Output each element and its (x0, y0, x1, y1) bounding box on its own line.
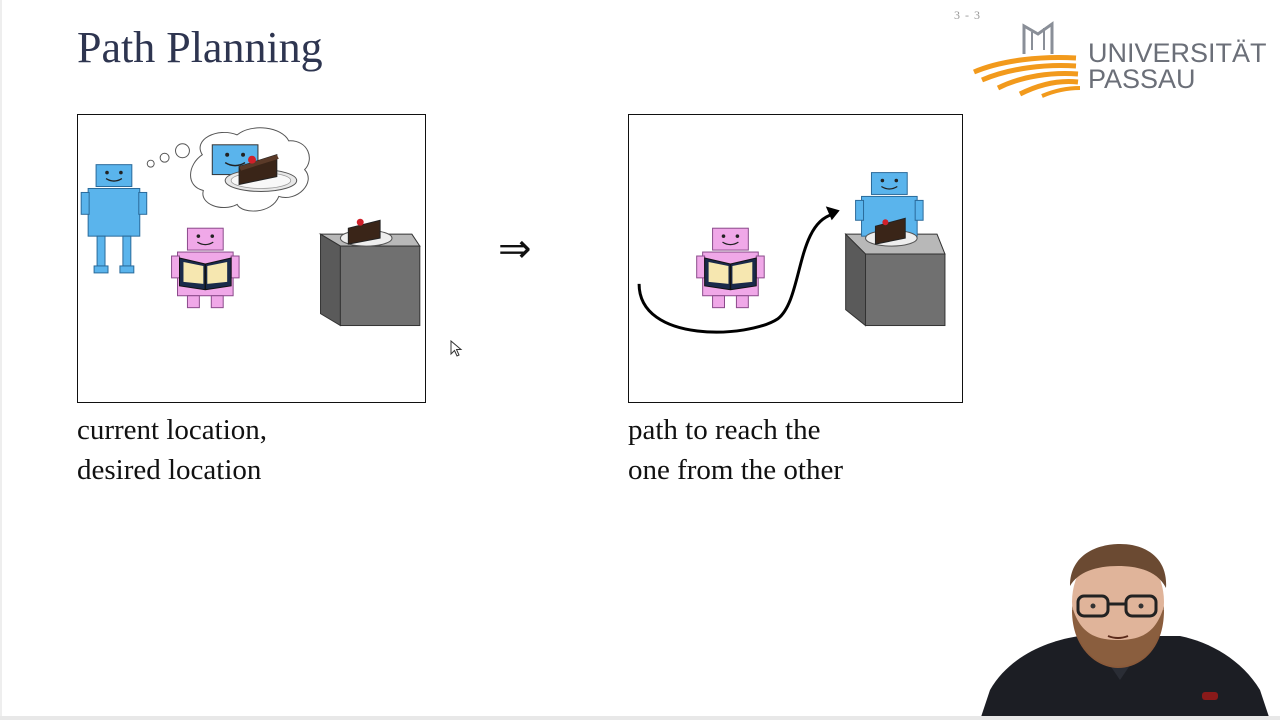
left-illustration-svg (80, 127, 421, 327)
gray-box (844, 232, 946, 327)
pink-robot-reading (696, 227, 765, 309)
slide-number: 3 - 3 (954, 8, 981, 22)
logo-line-1: UNIVERSITÄT (1088, 38, 1267, 68)
presenter-webcam-image (980, 540, 1280, 720)
right-illustration-svg (637, 172, 946, 334)
right-caption-line-1: path to reach the (628, 414, 821, 446)
left-caption-line-1: current location, (77, 414, 268, 446)
current-desired-location-illustration (77, 114, 426, 403)
planned-path-line (637, 212, 834, 334)
slide-title: Path Planning (77, 23, 323, 72)
university-logo-text: UNIVERSITÄT PASSAU (1088, 38, 1267, 94)
left-caption: current location, desired location (77, 410, 267, 490)
blue-robot-at-cake (855, 172, 924, 247)
slide-bottom-border (0, 716, 1280, 720)
implies-arrow: ⇒ (498, 226, 532, 272)
pointer-arrow-icon (450, 340, 463, 357)
university-logo-icon (973, 21, 1081, 98)
presenter-webcam (980, 540, 1280, 720)
path-illustration (628, 114, 963, 403)
slide-left-edge (0, 0, 2, 720)
blue-robot (80, 164, 148, 274)
logo-line-2: PASSAU (1088, 64, 1196, 94)
pink-robot-reading (171, 227, 240, 309)
gray-box-with-cake (318, 218, 421, 327)
thought-bubble (146, 127, 310, 212)
right-caption: path to reach the one from the other (628, 410, 843, 490)
left-caption-line-2: desired location (77, 454, 262, 486)
path-arrowhead (825, 206, 840, 221)
university-logo (972, 20, 1262, 100)
right-caption-line-2: one from the other (628, 454, 844, 486)
